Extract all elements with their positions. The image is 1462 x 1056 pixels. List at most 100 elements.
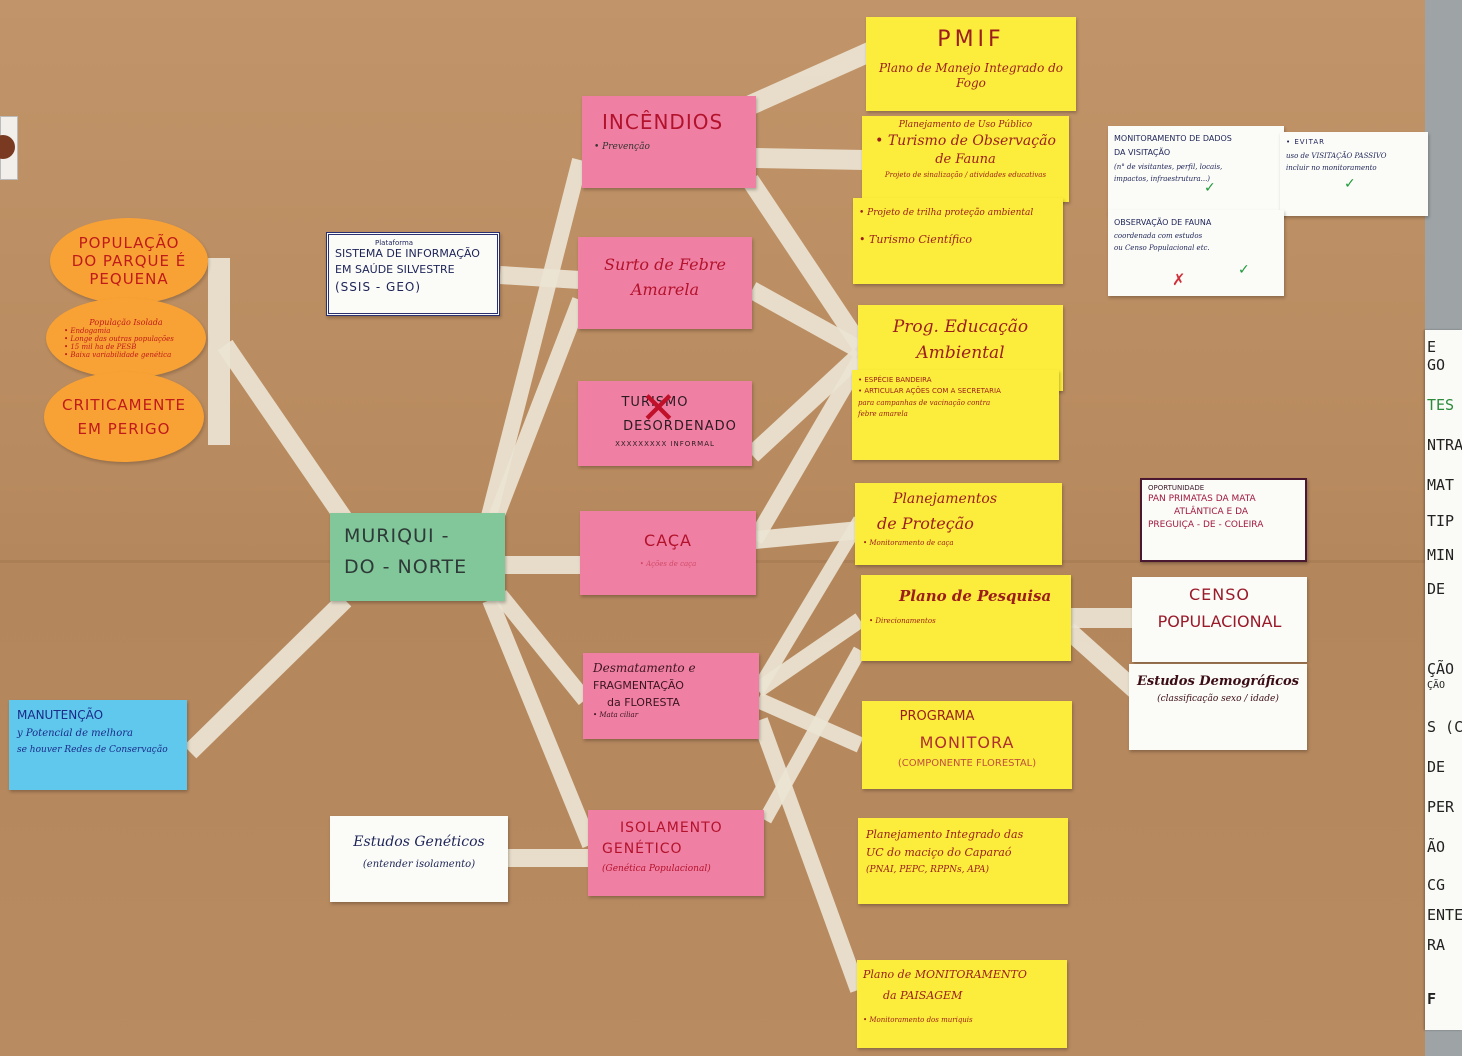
card-observacao-fauna: OBSERVAÇÃO DE FAUNA coordenada com estud… [1108, 210, 1284, 296]
card-text: se houver Redes de Conservação [17, 745, 168, 756]
oval-text: CRITICAMENTE [62, 396, 186, 414]
wall-text: DE [1427, 758, 1446, 776]
card-educacao-notes: • ESPÉCIE BANDEIRA • ARTICULAR AÇÕES COM… [852, 370, 1059, 460]
card-uso-publico: Planejamento de Uso Público • Turismo de… [862, 116, 1069, 202]
card-censo-populacional: CENSO POPULACIONAL [1132, 577, 1307, 662]
threat-sub: • Mata ciliar [593, 710, 639, 719]
threat-title: GENÉTICO [602, 840, 683, 857]
action-title: Prog. Educação [892, 317, 1029, 337]
card-text: y Potencial de melhora [17, 728, 133, 740]
card-text: Estudos Demográficos [1137, 674, 1299, 689]
card-programa-monitora: PROGRAMA MONITORA (COMPONENTE FLORESTAL) [862, 701, 1072, 789]
card-turismo-cientifico: • Projeto de trilha proteção ambiental •… [853, 198, 1063, 284]
wall-sheet: E GO TES NTRA MAT TIP MIN DE ÇÃO ÇÃO S (… [1425, 330, 1462, 1030]
cross-mark-icon: ✗ [1172, 270, 1186, 289]
wall-text: DE [1427, 580, 1446, 598]
action-title: PROGRAMA [899, 709, 975, 724]
card-incendios: INCÊNDIOS • Prevenção [582, 96, 756, 188]
threat-title: ISOLAMENTO [620, 820, 723, 836]
card-isolamento-genetico: ISOLAMENTO GENÉTICO (Genética Populacion… [588, 810, 764, 896]
action-sub: Planejamento de Uso Público [898, 120, 1033, 130]
card-febre-amarela: Surto de Febre Amarela [578, 237, 752, 329]
oval-text: PEQUENA [89, 270, 169, 288]
card-muriqui-do-norte: MURIQUI - DO - NORTE [330, 513, 505, 601]
oval-text: População Isolada [89, 317, 163, 327]
action-title: de Fauna [935, 151, 996, 167]
card-text: Plataforma [375, 239, 414, 247]
threat-title: CAÇA [644, 531, 692, 550]
card-protecao: Planejamentos de Proteção • Monitorament… [855, 483, 1062, 565]
card-text: SISTEMA DE INFORMAÇÃO [335, 247, 480, 261]
card-planejamento-integrado: Planejamento Integrado das UC do maciço … [858, 818, 1068, 904]
wall-text: TIP [1427, 512, 1455, 530]
action-sub: • Monitoramento dos muriquis [863, 1016, 973, 1025]
cross-mark-icon: ✕ [640, 383, 677, 434]
oval-text: • Baixa variabilidade genética [64, 350, 172, 359]
action-title: Plano de Pesquisa [899, 587, 1052, 605]
card-text: OPORTUNIDADE [1148, 484, 1205, 492]
card-text: PAN PRIMATAS DA MATA [1148, 494, 1256, 505]
threat-sub: (Genética Populacional) [602, 863, 711, 874]
card-text: POPULACIONAL [1157, 612, 1282, 632]
wall-text: RA [1427, 936, 1446, 954]
action-sub: (COMPONENTE FLORESTAL) [897, 757, 1037, 769]
card-estudos-demograficos: Estudos Demográficos (classificação sexo… [1129, 664, 1307, 750]
oval-text: • 15 mil ha de PESB [64, 342, 137, 351]
threat-title: Surto de Febre [604, 255, 726, 274]
threat-sub: XXXXXXXXX INFORMAL [615, 440, 715, 449]
card-text: OBSERVAÇÃO DE FAUNA [1114, 218, 1212, 227]
check-mark-icon: ✓ [1344, 176, 1356, 192]
action-sub: • ESPÉCIE BANDEIRA [858, 376, 932, 384]
card-manutencao: MANUTENÇÃO y Potencial de melhora se hou… [9, 700, 187, 790]
wall-text: S (C [1427, 718, 1462, 736]
action-sub: • Turismo Científico [859, 232, 972, 246]
card-text: (entender isolamento) [362, 858, 476, 870]
card-turismo-desordenado: TURISMO DESORDENADO XXXXXXXXX INFORMAL ✕ [578, 381, 752, 466]
wall-text: GO [1427, 356, 1446, 374]
action-title: PMIF [937, 27, 1005, 52]
wall-text: PER [1427, 798, 1455, 816]
action-sub: Projeto de sinalização / atividades educ… [884, 171, 1047, 180]
action-title: MONITORA [919, 732, 1015, 752]
action-title: Plano de MONITORAMENTO [863, 968, 1027, 981]
card-text: incluir no monitoramento [1286, 163, 1377, 172]
card-text: DA VISITAÇÃO [1114, 147, 1171, 157]
card-genetic-studies: Estudos Genéticos (entender isolamento) [330, 816, 508, 902]
card-caca: CAÇA • Ações de caça [580, 511, 756, 595]
wall-text: ÇÃO [1427, 680, 1446, 691]
card-evitar: • EVITAR uso de VISITAÇÃO PASSIVO inclui… [1280, 132, 1428, 216]
card-text: CENSO [1189, 585, 1250, 604]
oval-text: • Endogamia [64, 326, 111, 335]
card-monitoramento-paisagem: Plano de MONITORAMENTO da PAISAGEM • Mon… [857, 960, 1067, 1048]
oval-critically-endangered: CRITICAMENTE EM PERIGO [44, 372, 204, 462]
action-sub: (PNAI, PEPC, RPPNs, APA) [866, 865, 990, 876]
threat-sub: • Prevenção [594, 142, 650, 152]
card-desmatamento: Desmatamento e FRAGMENTAÇÃO da FLORESTA … [583, 653, 759, 739]
threat-title: Desmatamento e [593, 661, 696, 675]
action-sub: • Monitoramento de caça [863, 538, 954, 547]
wall-text: MAT [1427, 476, 1455, 494]
card-text: (n° de visitantes, perfil, locais, [1114, 163, 1223, 172]
wall-text: ÃO [1427, 838, 1446, 856]
center-title: MURIQUI - [344, 525, 450, 547]
wall-text: ENTE [1427, 906, 1462, 924]
action-sub: febre amarela [858, 410, 908, 419]
check-mark-icon: ✓ [1238, 262, 1250, 278]
action-sub: UC do maciço do Caparaó [866, 846, 1012, 860]
card-text: MANUTENÇÃO [17, 708, 104, 722]
wall-text: E [1427, 338, 1437, 356]
threat-title: da FLORESTA [607, 695, 680, 709]
card-text: (SSIS - GEO) [335, 279, 422, 294]
action-title: Planejamentos [893, 491, 998, 507]
card-text: MONITORAMENTO DE DADOS [1114, 134, 1232, 143]
action-sub: para campanhas de vacinação contra [858, 398, 991, 407]
card-text: ATLÂNTICA E DA [1174, 507, 1248, 518]
oval-isolated-population: População Isolada • Endogamia • Longe da… [46, 298, 206, 378]
threat-title: INCÊNDIOS [602, 110, 724, 134]
threat-sub: • Ações de caça [639, 560, 697, 569]
threat-title: Amarela [630, 280, 700, 300]
wall-text: F [1427, 990, 1437, 1008]
card-text: uso de VISITAÇÃO PASSIVO [1286, 152, 1387, 161]
check-mark-icon: ✓ [1204, 180, 1216, 196]
pin-icon [0, 135, 15, 159]
